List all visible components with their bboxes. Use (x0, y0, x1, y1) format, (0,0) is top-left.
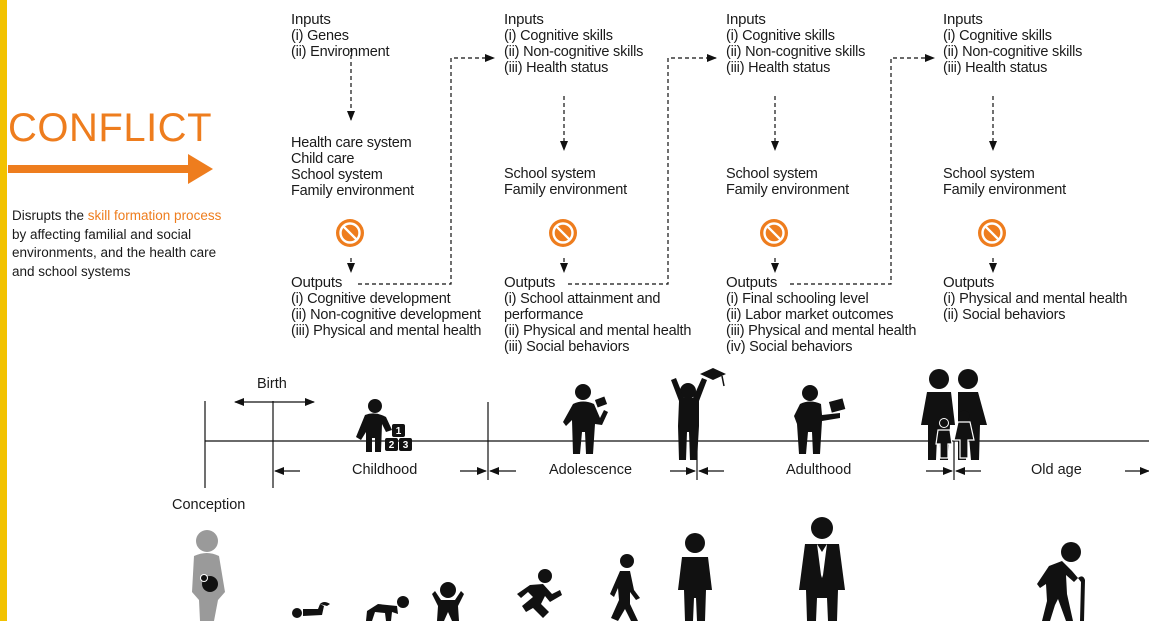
toddler-icon (432, 582, 464, 621)
pregnant-woman-icon (192, 530, 225, 621)
stage4-outputs: Outputs (i) Physical and mental health (… (943, 274, 1128, 324)
outputs-title: Outputs (504, 274, 556, 291)
svg-text:3: 3 (403, 440, 409, 451)
output-item: (ii) Labor market outcomes (726, 307, 894, 323)
stage2-systems: School system Family environment (504, 166, 627, 198)
input-item: (iii) Health status (726, 60, 831, 76)
desc-before: Disrupts the (12, 208, 88, 223)
birth-label: Birth (257, 376, 287, 392)
period-adulthood: Adulthood (786, 462, 852, 478)
no-symbol-icon (334, 217, 366, 249)
conception-label: Conception (172, 497, 246, 513)
stage3-inputs: Inputs (i) Cognitive skills (ii) Non-cog… (726, 11, 866, 77)
output-item: (i) Cognitive development (291, 291, 451, 307)
system-item: Health care system (291, 135, 412, 151)
input-item: (ii) Non-cognitive skills (943, 44, 1083, 60)
output-item: (i) Final schooling level (726, 291, 869, 307)
crawling-baby-icon (366, 596, 409, 621)
stage3-systems: School system Family environment (726, 166, 849, 198)
no-symbol-icon (976, 217, 1008, 249)
conflict-description: Disrupts the skill formation process by … (12, 207, 222, 281)
standing-teen-icon (678, 533, 712, 621)
svg-text:2: 2 (389, 440, 395, 451)
outputs-title: Outputs (726, 274, 778, 291)
inputs-title: Inputs (726, 11, 766, 28)
dashed-connector (790, 54, 935, 285)
inputs-title: Inputs (504, 11, 544, 28)
output-item: (ii) Non-cognitive development (291, 307, 481, 323)
output-item: (iv) Social behaviors (726, 339, 853, 355)
elderly-cane-icon (1037, 542, 1085, 621)
system-item: Family environment (726, 182, 849, 198)
input-item: (i) Cognitive skills (726, 28, 835, 44)
output-item: (ii) Social behaviors (943, 307, 1066, 323)
desc-highlight: skill formation process (87, 208, 222, 223)
family-icon (921, 369, 987, 460)
running-child-icon (517, 569, 562, 618)
svg-text:1: 1 (396, 426, 402, 437)
system-item: Family environment (504, 182, 627, 198)
system-item: School system (726, 166, 818, 182)
system-item: School system (943, 166, 1035, 182)
stage2-outputs: Outputs (i) School attainment and perfor… (504, 274, 692, 356)
stage1-outputs: Outputs (i) Cognitive development (ii) N… (291, 274, 482, 340)
no-symbol-icon (758, 217, 790, 249)
output-item: (ii) Physical and mental health (504, 323, 692, 339)
dashed-connector (358, 54, 495, 285)
system-item: School system (504, 166, 596, 182)
left-accent-bar (0, 0, 7, 621)
input-item: (iii) Health status (943, 60, 1048, 76)
stage4-inputs: Inputs (i) Cognitive skills (ii) Non-cog… (943, 11, 1083, 77)
stage1-systems: Health care system Child care School sys… (291, 135, 414, 199)
standing-adult-icon (799, 517, 845, 621)
output-item: performance (504, 307, 584, 323)
no-symbol-icon (547, 217, 579, 249)
child-blocks-icon: 1 2 3 (356, 399, 412, 452)
output-item: (i) Physical and mental health (943, 291, 1128, 307)
graduate-icon (671, 368, 726, 460)
system-item: Family environment (943, 182, 1066, 198)
system-item: Child care (291, 151, 355, 167)
walking-teen-icon (610, 554, 640, 621)
input-item: (ii) Non-cognitive skills (726, 44, 866, 60)
inputs-title: Inputs (943, 11, 983, 28)
input-item: (i) Genes (291, 28, 349, 44)
period-old-age: Old age (1031, 462, 1082, 478)
outputs-title: Outputs (291, 274, 343, 291)
stage1-inputs: Inputs (i) Genes (ii) Environment (291, 11, 390, 61)
input-item: (iii) Health status (504, 60, 609, 76)
output-item: (iii) Physical and mental health (726, 323, 917, 339)
stage3-outputs: Outputs (i) Final schooling level (ii) L… (726, 274, 917, 356)
stage2-inputs: Inputs (i) Cognitive skills (ii) Non-cog… (504, 11, 644, 77)
input-item: (i) Cognitive skills (504, 28, 613, 44)
output-item: (iii) Physical and mental health (291, 323, 482, 339)
stage4-systems: School system Family environment (943, 166, 1066, 198)
system-item: School system (291, 167, 383, 183)
desc-after: by affecting familial and social environ… (12, 226, 217, 279)
period-childhood: Childhood (352, 462, 418, 478)
orange-arrow-icon (8, 154, 213, 184)
system-item: Family environment (291, 183, 414, 199)
input-item: (i) Cognitive skills (943, 28, 1052, 44)
conflict-title: CONFLICT (8, 106, 212, 150)
reading-teen-icon (563, 384, 608, 454)
lying-baby-icon (292, 602, 330, 618)
input-item: (ii) Environment (291, 44, 390, 60)
dashed-connector (568, 54, 717, 285)
output-item: (i) School attainment and (504, 291, 661, 307)
adult-laptop-icon (794, 385, 846, 454)
period-adolescence: Adolescence (549, 462, 633, 478)
inputs-title: Inputs (291, 11, 331, 28)
outputs-title: Outputs (943, 274, 995, 291)
output-item: (iii) Social behaviors (504, 339, 630, 355)
input-item: (ii) Non-cognitive skills (504, 44, 644, 60)
